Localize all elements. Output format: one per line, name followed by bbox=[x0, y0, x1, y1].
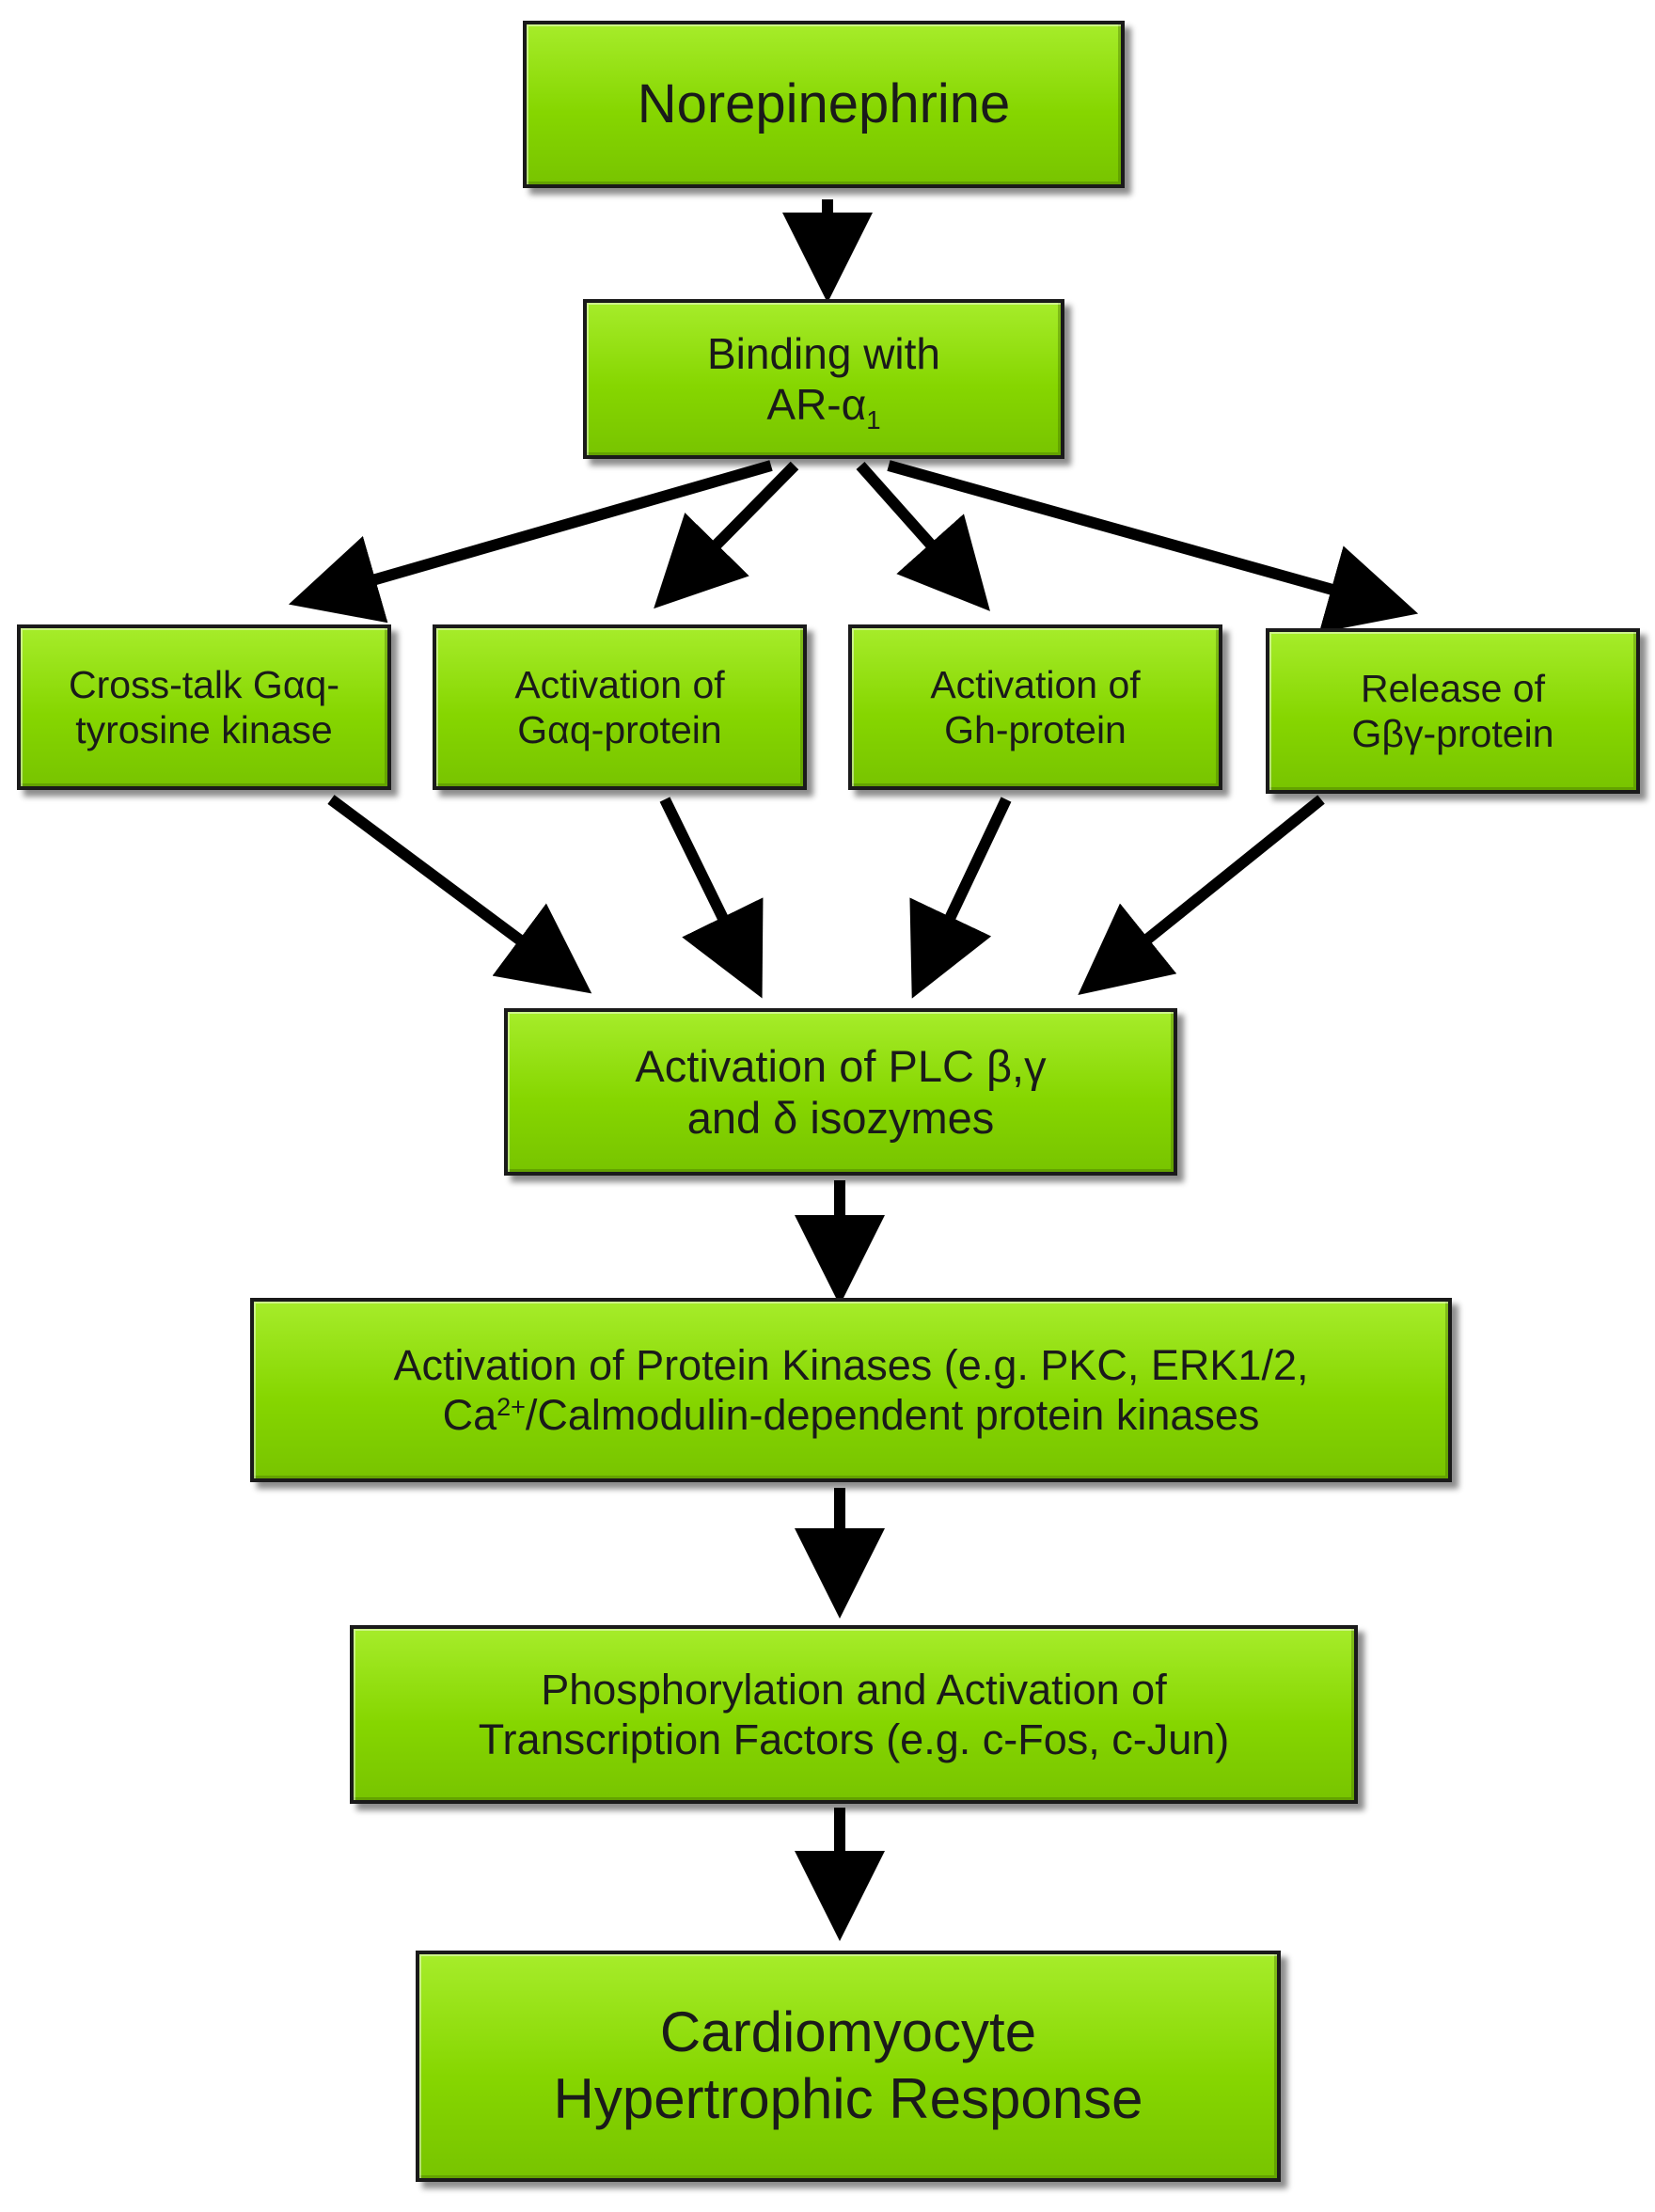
node-binding-ar-alpha1: Binding with AR-α1 bbox=[583, 299, 1064, 459]
arrow-gh-to-plc bbox=[909, 797, 1012, 999]
arrow-gaq-to-plc bbox=[659, 797, 764, 999]
node-kinases-calmodulin: /Calmodulin-dependent protein kinases bbox=[525, 1391, 1260, 1439]
arrow-binding-to-crosstalk bbox=[288, 460, 773, 624]
node-gh-line1: Activation of bbox=[930, 662, 1141, 706]
node-gh-protein: Activation of Gh-protein bbox=[848, 624, 1222, 790]
node-transcription-line1: Phosphorylation and Activation of bbox=[541, 1665, 1167, 1714]
arrow-binding-to-gbg bbox=[887, 460, 1419, 633]
node-transcription-line2: Transcription Factors (e.g. c-Fos, c-Jun… bbox=[478, 1715, 1230, 1763]
node-crosstalk-line1: Cross-talk Gαq- bbox=[69, 662, 339, 706]
node-gbg-protein: Release of Gβγ-protein bbox=[1266, 628, 1640, 794]
node-kinases-ca: Ca bbox=[442, 1391, 497, 1439]
node-transcription-factors: Phosphorylation and Activation of Transc… bbox=[350, 1625, 1358, 1804]
arrow-binding-to-gh bbox=[856, 462, 990, 611]
node-norepinephrine: Norepinephrine bbox=[523, 21, 1125, 188]
node-binding-line1: Binding with bbox=[706, 328, 941, 378]
node-gbg-line1: Release of bbox=[1360, 666, 1545, 710]
arrow-binding-to-gaq bbox=[654, 461, 799, 609]
node-gh-line2: Gh-protein bbox=[944, 708, 1127, 751]
node-crosstalk-tyrosine-kinase: Cross-talk Gαq- tyrosine kinase bbox=[17, 624, 391, 790]
arrow-gbg-to-plc bbox=[1078, 795, 1325, 996]
node-response-line2: Hypertrophic Response bbox=[553, 2067, 1143, 2130]
node-gaq-protein: Activation of Gαq-protein bbox=[433, 624, 807, 790]
arrow-crosstalk-to-plc bbox=[327, 795, 592, 994]
node-response-line1: Cardiomyocyte bbox=[659, 2000, 1037, 2064]
node-binding-receptor: AR-α bbox=[766, 380, 867, 429]
node-crosstalk-line2: tyrosine kinase bbox=[75, 708, 333, 751]
node-binding-subscript: 1 bbox=[866, 404, 881, 434]
node-kinases-line1: Activation of Protein Kinases (e.g. PKC,… bbox=[393, 1340, 1309, 1389]
node-hypertrophic-response: Cardiomyocyte Hypertrophic Response bbox=[416, 1951, 1281, 2182]
node-plc-line1: Activation of PLC β,γ bbox=[635, 1040, 1047, 1091]
node-plc-line2: and δ isozymes bbox=[686, 1093, 995, 1143]
node-gaq-line2: Gαq-protein bbox=[517, 708, 722, 751]
node-plc-isozymes: Activation of PLC β,γ and δ isozymes bbox=[504, 1008, 1177, 1176]
node-binding-line2: AR-α1 bbox=[766, 379, 880, 433]
node-kinases-line2: Ca2+/Calmodulin-dependent protein kinase… bbox=[443, 1390, 1260, 1440]
node-protein-kinases: Activation of Protein Kinases (e.g. PKC,… bbox=[250, 1298, 1452, 1482]
node-kinases-superscript: 2+ bbox=[496, 1393, 526, 1422]
node-gbg-line2: Gβγ-protein bbox=[1351, 712, 1554, 755]
node-norepinephrine-label: Norepinephrine bbox=[637, 72, 1011, 134]
node-gaq-line1: Activation of bbox=[514, 662, 725, 706]
